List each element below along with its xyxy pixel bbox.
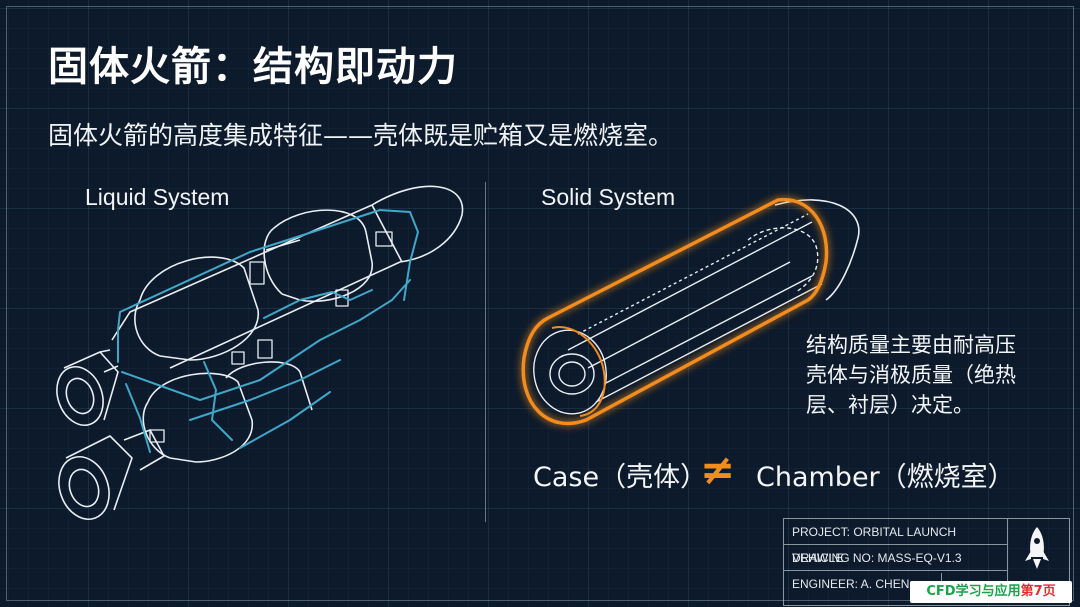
middle-tank — [134, 256, 259, 361]
upper-tank — [263, 209, 373, 302]
note-line-3: 层、衬层）决定。 — [806, 393, 974, 417]
slide-subtitle: 固体火箭的高度集成特征——壳体既是贮箱又是燃烧室。 — [48, 121, 674, 150]
solid-rocket-illustration — [521, 198, 860, 426]
note-line-1: 结构质量主要由耐高压 — [806, 333, 1016, 357]
solid-system-label: Solid System — [541, 184, 676, 210]
chamber-label: Chamber（燃烧室） — [756, 462, 1015, 493]
rocket-icon — [1025, 527, 1049, 569]
upper-nozzle — [56, 349, 119, 426]
liquid-system-label: Liquid System — [85, 184, 230, 210]
badge-page: 第7页 — [1020, 584, 1056, 599]
title-block-project: PROJECT: ORBITAL LAUNCH VEHICLE — [784, 519, 1008, 565]
title-block-drawing: DRAWING NO: MASS-EQ-V1.3 — [784, 545, 1008, 571]
page-badge: CFD学习与应用第7页 — [910, 581, 1072, 603]
lower-nozzle — [58, 429, 165, 520]
case-label: Case（壳体） — [533, 462, 708, 493]
section-divider — [485, 182, 486, 522]
slide-title: 固体火箭：结构即动力 — [48, 44, 458, 90]
structure-note: 结构质量主要由耐高压 壳体与消极质量（绝热 层、衬层）决定。 — [806, 330, 1056, 420]
lower-tanks — [142, 361, 313, 463]
liquid-rocket-illustration — [56, 185, 464, 520]
slide-frame — [6, 6, 1074, 601]
not-equal-symbol: ≠ — [700, 445, 736, 494]
note-line-2: 壳体与消极质量（绝热 — [806, 363, 1016, 387]
liquid-plumbing — [117, 209, 419, 453]
badge-channel: CFD学习与应用 — [926, 584, 1021, 599]
